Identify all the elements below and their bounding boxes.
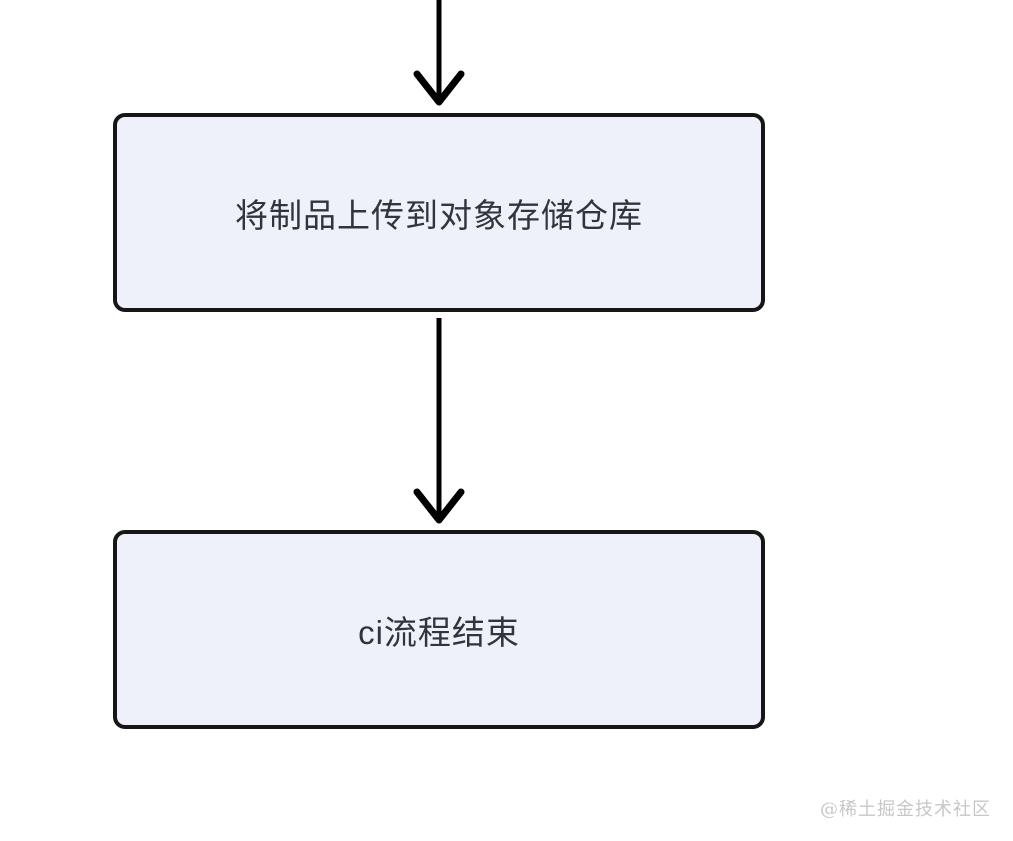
flow-node-upload-artifact-label: 将制品上传到对象存储仓库 [235,196,643,234]
flow-node-upload-artifact: 将制品上传到对象存储仓库 [113,113,765,312]
flow-node-ci-end-label: ci流程结束 [358,613,520,651]
arrow-down-into-upload-node [413,0,465,106]
arrow-upload-to-ci-end [413,318,465,524]
watermark-juejin-community: @稀土掘金技术社区 [820,799,991,820]
flow-node-ci-end: ci流程结束 [113,530,765,729]
